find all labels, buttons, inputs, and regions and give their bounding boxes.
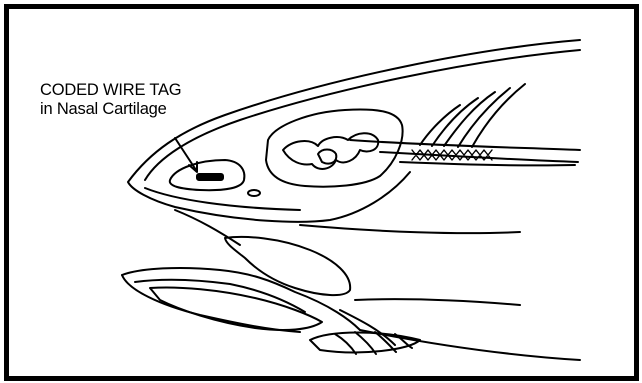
neural-spine-1	[420, 105, 460, 145]
branchiostegal-ray-2	[355, 332, 376, 354]
tag-callout-label: CODED WIRE TAG in Nasal Cartilage	[40, 81, 181, 119]
braincase-center	[318, 150, 336, 164]
mouth-upper	[175, 210, 240, 245]
snout-inner-line	[145, 188, 300, 210]
braincase-outline	[266, 110, 403, 187]
notochord-lower	[400, 162, 575, 165]
opercle	[355, 299, 520, 305]
neural-spine-3	[444, 92, 495, 146]
lower-jaw-outer	[122, 268, 360, 330]
coded-wire-tag	[197, 174, 223, 180]
callout-line-1: CODED WIRE TAG	[40, 81, 181, 100]
callout-line-2: in Nasal Cartilage	[40, 100, 181, 119]
cheek-line	[300, 225, 520, 233]
notochord-top	[350, 140, 580, 150]
subopercle	[340, 310, 395, 345]
head-outline	[128, 40, 580, 222]
crosshatch	[412, 150, 492, 160]
nostril	[248, 190, 260, 196]
